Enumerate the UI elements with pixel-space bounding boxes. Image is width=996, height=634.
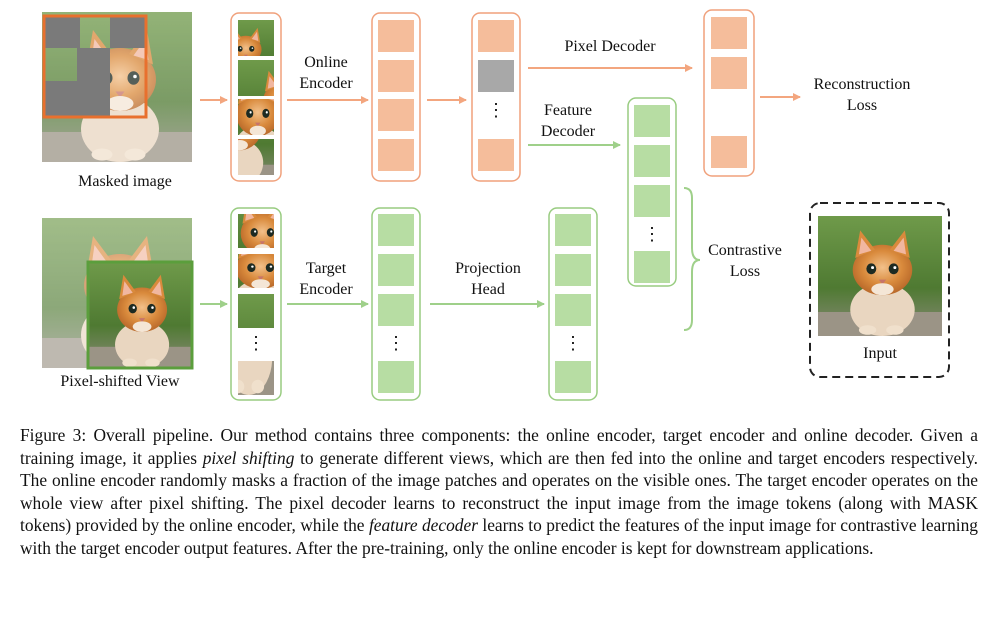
caption-text-2: to generate different views, which are t… <box>20 447 978 536</box>
online-token-column <box>371 12 421 182</box>
ellipsis-online-mask: ⋮ <box>487 100 505 120</box>
projection-head-label-line1: Projection <box>455 260 521 277</box>
pixel-shifted-image <box>42 218 194 370</box>
feature-decoder-label-line1: Feature <box>544 102 592 119</box>
feature-decoder-output-column <box>627 97 677 287</box>
reconstruction-loss-label-line1: Reconstruction <box>813 76 911 93</box>
figure-caption: Figure 3: Overall pipeline. Our method c… <box>20 424 978 560</box>
pixel-shifted-view-label: Pixel-shifted View <box>60 373 180 390</box>
pixel-decoder-label: Pixel Decoder <box>564 38 656 55</box>
input-label: Input <box>863 345 897 362</box>
target-encoder-label-line2: Encoder <box>299 281 353 298</box>
caption-emphasis-feature-decoder: feature decoder <box>368 515 478 536</box>
ellipsis-target-patches: ⋮ <box>247 333 265 353</box>
online-mask-token-column <box>471 12 521 182</box>
feature-decoder-label-line2: Decoder <box>540 123 596 140</box>
masked-image-label: Masked image <box>78 173 172 190</box>
caption-text-3: learns to predict the features of the in… <box>20 515 978 558</box>
pixel-decoder-output-column <box>703 9 755 177</box>
contrastive-loss-label-line2: Loss <box>729 263 761 280</box>
reconstruction-loss-label-line2: Loss <box>846 97 878 114</box>
online-patch-column <box>230 12 282 182</box>
projection-output-column <box>548 207 598 401</box>
contrastive-brace <box>683 187 701 331</box>
target-patch-column <box>230 207 282 401</box>
ellipsis-feature: ⋮ <box>643 224 661 244</box>
caption-text-1: Figure 3: Overall pipeline. Our method c… <box>20 425 978 468</box>
pipeline-diagram: Masked image Pixel-shifted View Online E… <box>42 9 950 401</box>
ellipsis-projection: ⋮ <box>564 333 582 353</box>
input-box <box>809 202 950 378</box>
contrastive-loss-label-line1: Contrastive <box>708 242 782 259</box>
target-token-column <box>371 207 421 401</box>
caption-emphasis-pixel-shifting: pixel shifting <box>202 447 295 468</box>
online-encoder-label-line2: Encoder <box>299 75 353 92</box>
projection-head-label-line2: Head <box>471 281 505 298</box>
masked-image <box>42 12 192 162</box>
ellipsis-target-tokens: ⋮ <box>387 333 405 353</box>
target-encoder-label-line1: Target <box>305 260 347 277</box>
online-encoder-label-line1: Online <box>304 54 348 71</box>
